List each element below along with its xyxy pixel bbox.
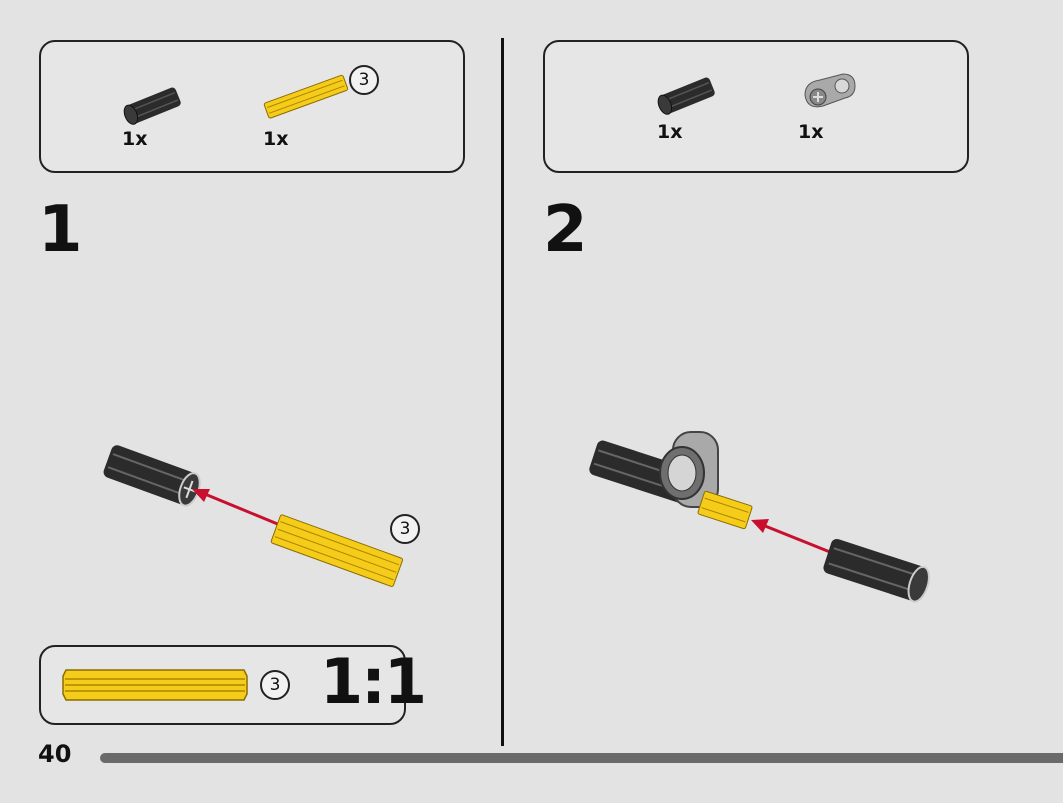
step-divider — [501, 38, 504, 746]
step-number-2: 2 — [543, 193, 588, 267]
part-qty: 1x — [122, 128, 148, 150]
insert-arrow — [751, 519, 831, 554]
black-connector-icon — [657, 77, 715, 115]
yellow-axle-icon — [263, 74, 349, 119]
insert-arrow — [192, 489, 281, 527]
yellow-axle-short — [697, 490, 753, 530]
step-2-assembly-illustration — [589, 431, 930, 603]
part-qty: 1x — [657, 121, 683, 143]
parts-list-step-1 — [39, 40, 465, 173]
parts-list-step-2 — [543, 40, 969, 173]
black-connector — [103, 445, 201, 507]
page-number: 40 — [38, 740, 72, 768]
gray-pin-connector — [659, 431, 719, 508]
black-connector-right — [823, 538, 930, 603]
scale-ratio: 1:1 — [320, 645, 427, 718]
progress-bar — [100, 753, 1063, 763]
step-1-assembly-illustration — [103, 445, 404, 587]
part-qty: 1x — [263, 128, 289, 150]
gray-pin-connector-icon — [804, 73, 856, 108]
step-number-1: 1 — [38, 193, 83, 267]
length-callout: 3 — [349, 65, 379, 95]
length-callout: 3 — [260, 670, 290, 700]
black-connector-icon — [123, 87, 181, 125]
length-callout: 3 — [390, 514, 420, 544]
yellow-axle — [270, 514, 404, 587]
yellow-axle-scale-icon — [62, 669, 248, 701]
part-qty: 1x — [798, 121, 824, 143]
